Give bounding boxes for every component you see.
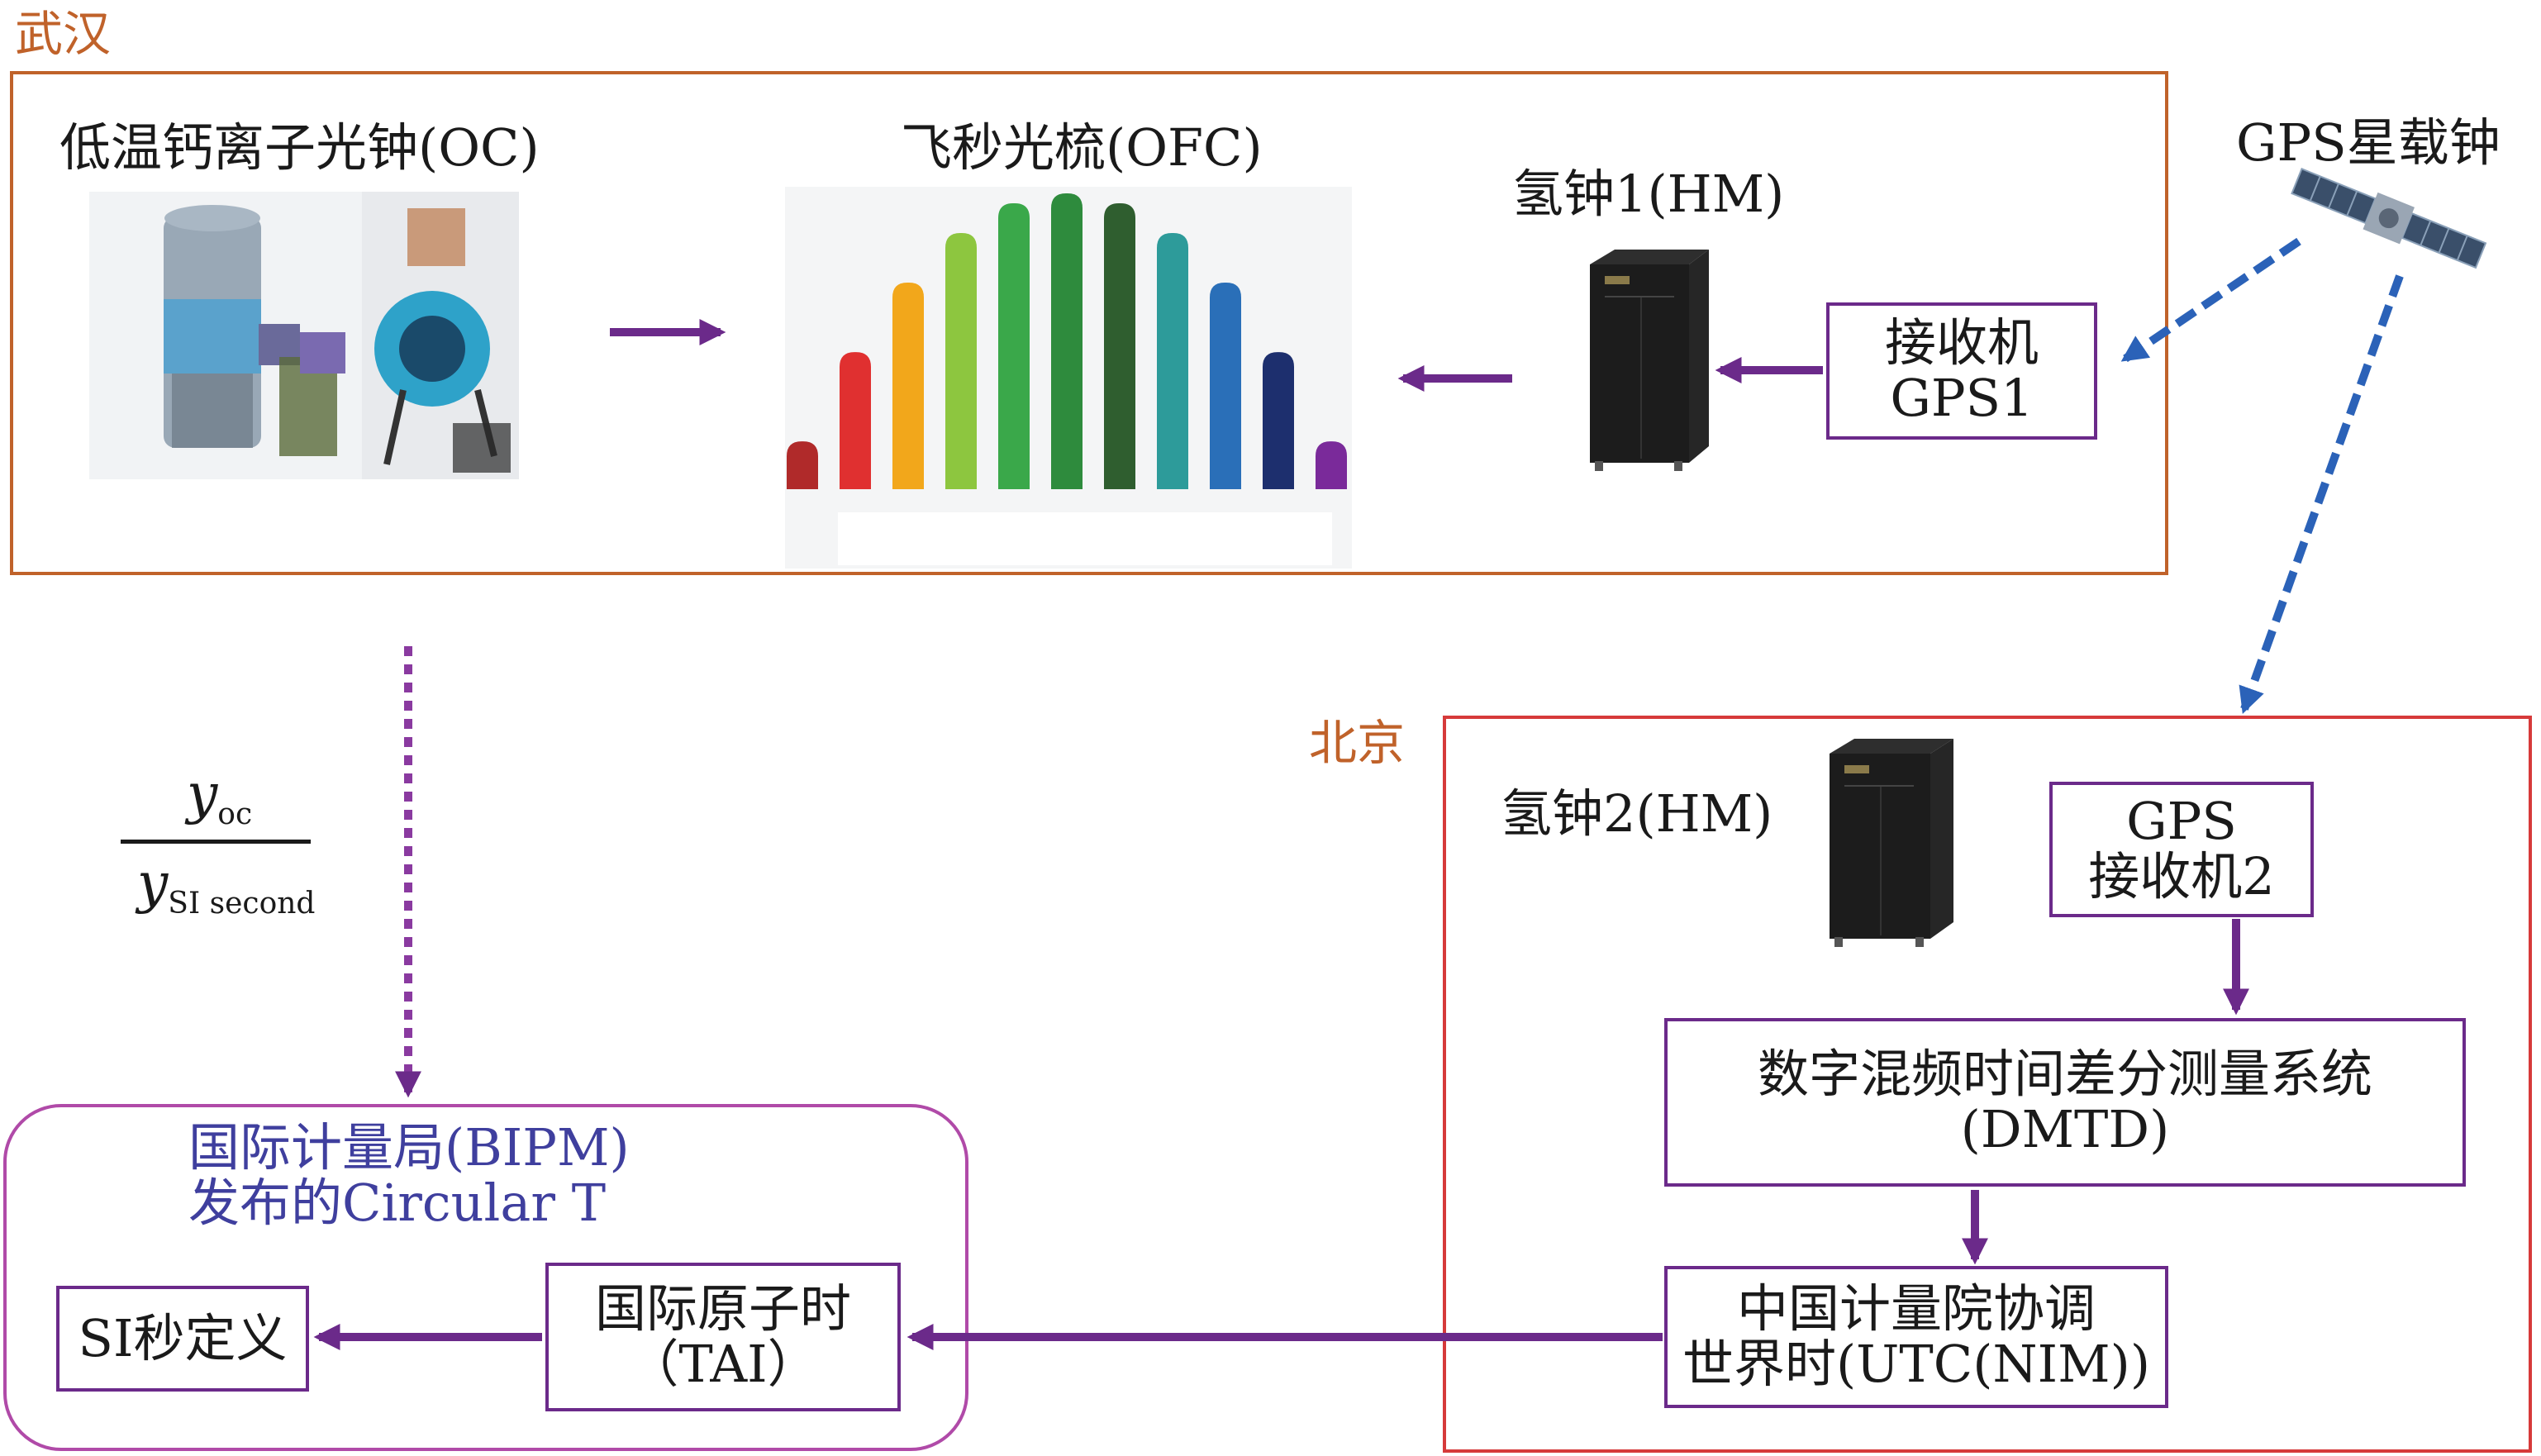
gps1-receiver-box: 接收机 GPS1 xyxy=(1826,302,2097,440)
ratio-denominator-sub: SI second xyxy=(168,887,316,921)
comb-tooth xyxy=(945,233,977,489)
gps1-receiver-line2: GPS1 xyxy=(1890,368,2034,428)
comb-tooth xyxy=(787,441,818,489)
utc-nim-box: 中国计量院协调 世界时(UTC(NIM)) xyxy=(1664,1266,2168,1408)
dmtd-box: 数字混频时间差分测量系统 (DMTD) xyxy=(1664,1018,2466,1187)
dmtd-line1: 数字混频时间差分测量系统 xyxy=(1757,1044,2372,1105)
wuhan-region-label: 武汉 xyxy=(15,6,112,62)
si-second-box: SI秒定义 xyxy=(56,1286,309,1392)
utc-nim-line2: 世界时(UTC(NIM)) xyxy=(1682,1334,2151,1394)
link-satellite-to-gps1 xyxy=(2120,237,2301,363)
hmaser1-label: 氢钟1(HM) xyxy=(1512,164,1785,224)
si-second-label: SI秒定义 xyxy=(78,1307,288,1368)
bipm-region-box xyxy=(3,1104,968,1451)
hmaser2-label: 氢钟2(HM) xyxy=(1501,783,1773,844)
comb-tooth xyxy=(892,283,924,489)
optical-clock-label: 低温钙离子光钟(OC) xyxy=(59,117,540,178)
comb-tooth xyxy=(1210,283,1241,489)
beijing-region-box xyxy=(1443,716,2532,1453)
hydrogen-maser-cabinet-icon xyxy=(1583,248,1709,473)
tai-line2: （TAI） xyxy=(627,1334,819,1394)
comb-tooth xyxy=(1316,441,1347,489)
ratio-denominator: ySI second xyxy=(137,851,315,921)
comb-tooth xyxy=(998,203,1030,489)
ratio-fraction-bar xyxy=(121,840,311,844)
tai-line1: 国际原子时 xyxy=(594,1278,851,1339)
bipm-caption-line1: 国际计量局(BIPM) xyxy=(188,1117,630,1178)
utc-nim-line1: 中国计量院协调 xyxy=(1736,1278,2096,1339)
satellite-label: GPS星载钟 xyxy=(2236,112,2501,173)
beijing-region-label: 北京 xyxy=(1309,715,1406,771)
ratio-denominator-base: y xyxy=(137,851,169,915)
comb-tooth xyxy=(1157,233,1188,489)
gps1-receiver-line1: 接收机 xyxy=(1884,312,2039,374)
gps2-receiver-line1: GPS xyxy=(2126,791,2237,852)
comb-label: 飞秒光梳(OFC) xyxy=(901,117,1263,178)
comb-base-panel xyxy=(838,512,1332,565)
satellite-icon xyxy=(2289,162,2487,278)
bipm-caption: 国际计量局(BIPM) 发布的Circular T xyxy=(188,1117,630,1233)
comb-tooth xyxy=(1051,193,1083,489)
hydrogen-maser-2-cabinet-icon xyxy=(1821,735,1955,949)
comb-tooth xyxy=(840,352,871,489)
wuhan-region-box xyxy=(10,71,2168,575)
comb-tooth xyxy=(1104,203,1135,489)
optical-clock-apparatus-icon xyxy=(89,192,519,479)
comb-tooth xyxy=(1263,352,1294,489)
dmtd-line2: (DMTD) xyxy=(1960,1099,2170,1159)
link-satellite-to-beijing xyxy=(2239,274,2404,715)
ratio-numerator-sub: oc xyxy=(217,797,253,832)
frequency-comb-graphic xyxy=(785,187,1352,569)
gps2-receiver-box: GPS 接收机2 xyxy=(2049,782,2314,917)
ratio-numerator: yoc xyxy=(187,762,252,831)
gps2-receiver-line2: 接收机2 xyxy=(2088,846,2275,906)
tai-box: 国际原子时 （TAI） xyxy=(545,1263,901,1411)
ratio-numerator-base: y xyxy=(187,762,218,826)
bipm-caption-line2: 发布的Circular T xyxy=(188,1172,607,1233)
